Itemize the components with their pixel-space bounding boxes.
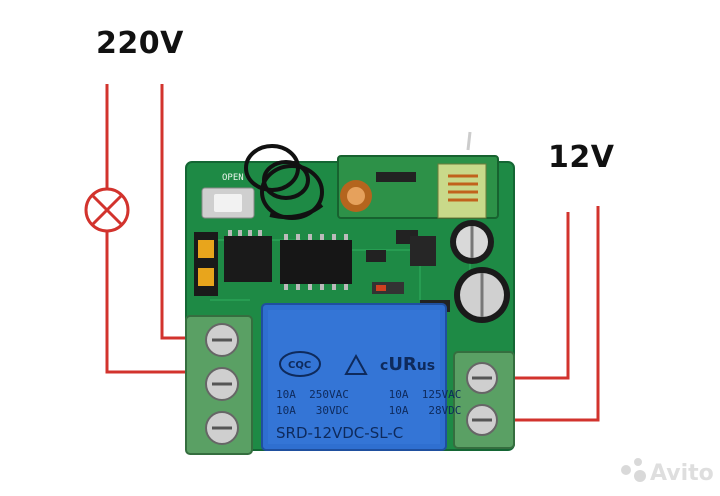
- supply-voltage-label: 12V: [548, 140, 615, 175]
- terminal-screw-5: [466, 404, 498, 436]
- mains-terminal-block: [185, 315, 253, 455]
- ul-logo: cURus: [380, 354, 435, 375]
- cqc-logo: [279, 351, 321, 377]
- rf-receiver-module: [337, 131, 499, 219]
- wire-supply-negative: [505, 206, 600, 422]
- avito-watermark: Avito: [621, 458, 714, 486]
- capacitors: [450, 220, 510, 323]
- ic-chips: [224, 230, 352, 290]
- terminal-screw-2: [205, 367, 239, 401]
- relay-rating-line-2: 10A 30VDC 10A 28VDC: [276, 404, 461, 417]
- lamp-icon: [84, 187, 130, 233]
- wire-lamp-bottom: [105, 232, 198, 374]
- silk-label: OPEN: [222, 173, 244, 183]
- terminal-screw-1: [205, 323, 239, 357]
- terminal-screw-4: [466, 362, 498, 394]
- mains-voltage-label: 220V: [96, 26, 184, 61]
- relay-brand: CQC: [288, 360, 311, 371]
- mains-wiring: [105, 84, 198, 374]
- watermark-text: Avito: [650, 461, 714, 486]
- relay-rating-line-1: 10A 250VAC 10A 125VAC: [276, 388, 461, 401]
- inductor: [340, 180, 372, 212]
- relay-model: SRD-12VDC-SL-C: [276, 424, 403, 442]
- antenna-coil: [244, 144, 324, 220]
- jumper-header: [194, 232, 218, 296]
- warning-icon: [344, 353, 368, 375]
- wire-supply-positive: [505, 212, 570, 380]
- smd-components: [366, 230, 450, 312]
- terminal-screw-3: [205, 411, 239, 445]
- supply-wiring: [505, 206, 600, 422]
- pcb-button: [201, 187, 255, 219]
- relay: CQC cURus 10A 250VAC 10A 125VAC 10A 30VD…: [261, 303, 461, 451]
- supply-terminal-block: [453, 351, 515, 449]
